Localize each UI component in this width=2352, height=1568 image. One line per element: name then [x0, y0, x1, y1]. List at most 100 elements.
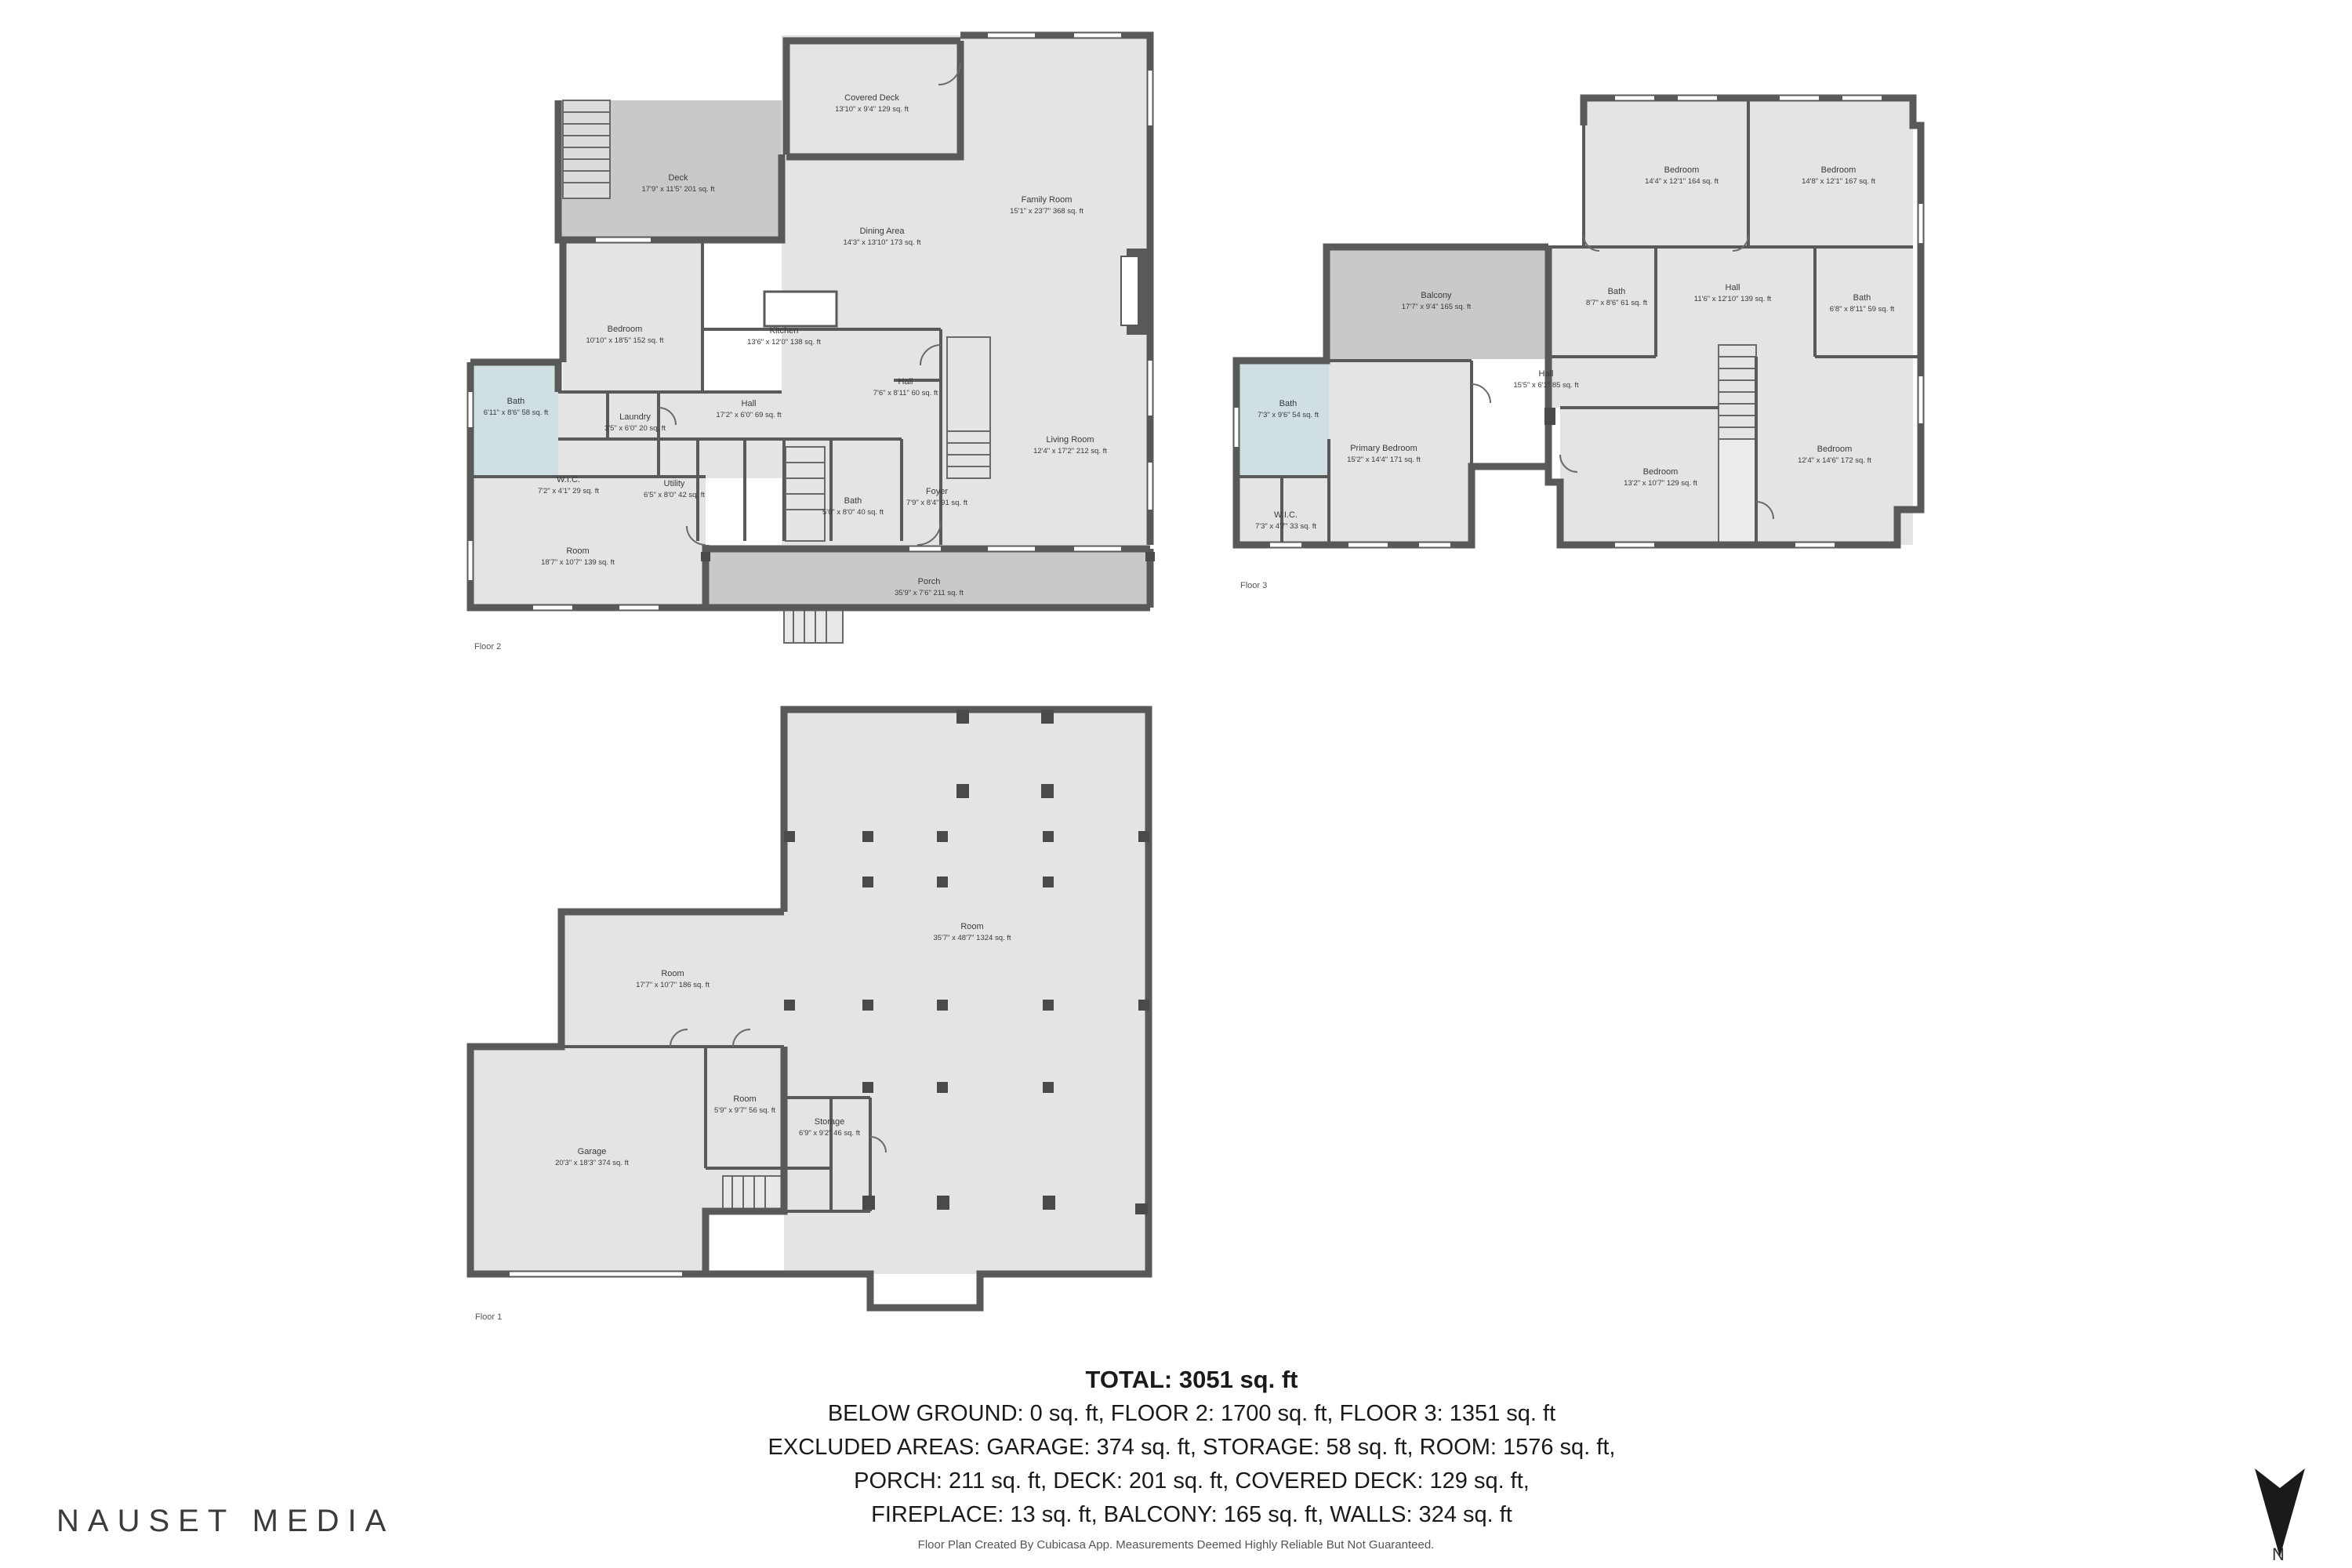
- room-dimensions-label: 18'7" x 10'7" 139 sq. ft: [541, 558, 615, 567]
- column: [1145, 552, 1155, 561]
- room-dimensions-label: 8'7" x 8'6" 61 sq. ft: [1586, 299, 1647, 307]
- floor-2-doors: [658, 62, 961, 546]
- room-name-label: Bedroom: [1821, 165, 1857, 175]
- disclaimer: Floor Plan Created By Cubicasa App. Meas…: [917, 1538, 1435, 1552]
- bath-area: [470, 362, 558, 477]
- room-dimensions-label: 35'9" x 7'6" 211 sq. ft: [895, 589, 964, 597]
- room-name-label: Foyer: [926, 487, 948, 496]
- floor-2-walls: [466, 31, 1154, 612]
- room-name-label: Room: [733, 1094, 756, 1104]
- room-dimensions-label: 6'5" x 8'0" 42 sq. ft: [644, 491, 705, 499]
- bath-3-area: [1236, 361, 1329, 477]
- column: [1544, 408, 1555, 425]
- room-name-label: Storage: [815, 1117, 845, 1127]
- room-dimensions-label: 12'4" x 14'6" 172 sq. ft: [1798, 456, 1871, 465]
- room-name-label: Utility: [664, 479, 685, 488]
- room-name-label: Laundry: [619, 412, 651, 422]
- room-name-label: Room: [960, 922, 983, 931]
- room-dimensions-label: 14'3" x 13'10" 173 sq. ft: [843, 238, 920, 247]
- floor-3-windows: [1234, 96, 1923, 547]
- room-name-label: Family Room: [1022, 195, 1073, 205]
- room-dimensions-label: 14'4" x 12'1" 164 sq. ft: [1645, 177, 1719, 186]
- room-name-label: Room: [661, 969, 684, 978]
- room-name-label: Hall: [898, 377, 913, 387]
- room-dimensions-label: 13'2" x 10'7" 129 sq. ft: [1624, 479, 1697, 488]
- garage-area: [470, 1047, 706, 1274]
- brand-name: NAUSET MEDIA: [56, 1504, 395, 1538]
- floor-1-plan: Floor 1: [466, 706, 1152, 1322]
- floor-1-columns: [784, 710, 1149, 1214]
- floor-2-stairs: [562, 100, 991, 644]
- floor-label: Floor 2: [474, 642, 501, 652]
- room-name-label: Room: [566, 546, 589, 556]
- room-dimensions-label: 6'8" x 8'11" 59 sq. ft: [1830, 305, 1895, 314]
- room-southwest-area: [470, 478, 706, 608]
- room-name-label: Bedroom: [1643, 467, 1679, 477]
- room-name-label: W.I.C.: [557, 475, 580, 485]
- room-dimensions-label: 11'6" x 12'10" 139 sq. ft: [1694, 295, 1772, 303]
- room-name-label: Hall: [742, 399, 757, 408]
- room-dimensions-label: 17'2" x 6'0" 69 sq. ft: [716, 411, 782, 419]
- main-living-area: [782, 35, 1150, 545]
- room-name-label: Bedroom: [1817, 445, 1853, 454]
- room-dimensions-label: 7'2" x 4'1" 29 sq. ft: [538, 487, 599, 495]
- room-name-label: Hall: [1726, 283, 1740, 292]
- room-name-label: Primary Bedroom: [1350, 444, 1417, 453]
- room-name-label: Bedroom: [1664, 165, 1700, 175]
- north-arrow-icon: [2255, 1468, 2305, 1557]
- floor-2-windows: [468, 33, 1152, 610]
- room-labels: Deck 17'9" x 11'5" 201 sq. ft Covered Deck…: [484, 93, 1895, 1167]
- bedroom-area: [563, 241, 702, 392]
- column: [701, 552, 710, 561]
- room-dimensions-label: 6'9" x 9'2" 46 sq. ft: [799, 1129, 860, 1138]
- floor-label: Floor 3: [1240, 581, 1267, 590]
- floor-3-doors: [1471, 234, 1774, 520]
- room-name-label: Kitchen: [770, 326, 799, 336]
- totals-line: FIREPLACE: 13 sq. ft, BALCONY: 165 sq. f…: [871, 1502, 1512, 1527]
- kitchen-island: [763, 290, 838, 328]
- room-dimensions-label: 10'10" x 18'5" 152 sq. ft: [586, 336, 663, 345]
- area-totals: TOTAL: 3051 sq. ft BELOW GROUND: 0 sq. f…: [549, 1363, 1835, 1532]
- total-area: TOTAL: 3051 sq. ft: [1085, 1366, 1298, 1393]
- floor-1-doors: [670, 1029, 887, 1153]
- room-name-label: Covered Deck: [844, 93, 899, 103]
- totals-line: BELOW GROUND: 0 sq. ft, FLOOR 2: 1700 sq…: [827, 1401, 1556, 1426]
- room-dimensions-label: 5'0" x 8'0" 40 sq. ft: [822, 508, 884, 517]
- room-dimensions-label: 17'9" x 11'5" 201 sq. ft: [641, 185, 714, 194]
- room-name-label: Bedroom: [608, 325, 643, 334]
- north-label: N: [2272, 1544, 2285, 1564]
- room-name-label: Living Room: [1046, 435, 1094, 445]
- room-dimensions-label: 17'7" x 10'7" 186 sq. ft: [636, 981, 710, 989]
- room-dimensions-label: 6'11" x 8'6" 58 sq. ft: [484, 408, 549, 417]
- room-dimensions-label: 7'9" x 8'4" 91 sq. ft: [906, 499, 967, 507]
- porch-area: [706, 549, 1150, 608]
- room-name-label: Bath: [507, 397, 525, 406]
- floor-3-walls: [1232, 94, 1925, 549]
- room-dimensions-label: 35'7" x 48'7" 1324 sq. ft: [933, 934, 1011, 942]
- room-name-label: Dining Area: [860, 227, 906, 236]
- room-dimensions-label: 15'1" x 23'7" 368 sq. ft: [1010, 207, 1083, 216]
- floor-1-stairs: [722, 1175, 782, 1212]
- room-dimensions-label: 7'3" x 9'6" 54 sq. ft: [1258, 411, 1319, 419]
- room-name-label: Bath: [1608, 287, 1626, 296]
- hall-3-area: [1548, 247, 1913, 408]
- room-name-label: Balcony: [1421, 291, 1452, 300]
- room-dimensions-label: 3'5" x 6'0" 20 sq. ft: [604, 424, 666, 433]
- room-dimensions-label: 17'7" x 9'4" 165 sq. ft: [1402, 303, 1472, 311]
- totals-line: PORCH: 211 sq. ft, DECK: 201 sq. ft, COV…: [854, 1468, 1530, 1494]
- room-name-label: Deck: [668, 173, 688, 183]
- room-dimensions-label: 5'9" x 9'7" 56 sq. ft: [714, 1106, 775, 1115]
- basement-room-area: [561, 912, 784, 1045]
- room-name-label: Hall: [1539, 369, 1554, 379]
- room-dimensions-label: 14'8" x 12'1" 167 sq. ft: [1802, 177, 1875, 186]
- room-dimensions-label: 15'2" x 14'4" 171 sq. ft: [1347, 456, 1421, 464]
- room-name-label: Bath: [1279, 399, 1298, 408]
- room-dimensions-label: 15'5" x 6'1" 85 sq. ft: [1513, 381, 1579, 390]
- room-name-label: Bath: [1853, 293, 1871, 303]
- room-dimensions-label: 13'10" x 9'4" 129 sq. ft: [835, 105, 909, 114]
- balcony-area: [1327, 247, 1548, 359]
- room-name-label: W.I.C.: [1274, 510, 1298, 520]
- room-name-label: Bath: [844, 496, 862, 506]
- floor-2-plan: Floor 2: [466, 31, 1155, 652]
